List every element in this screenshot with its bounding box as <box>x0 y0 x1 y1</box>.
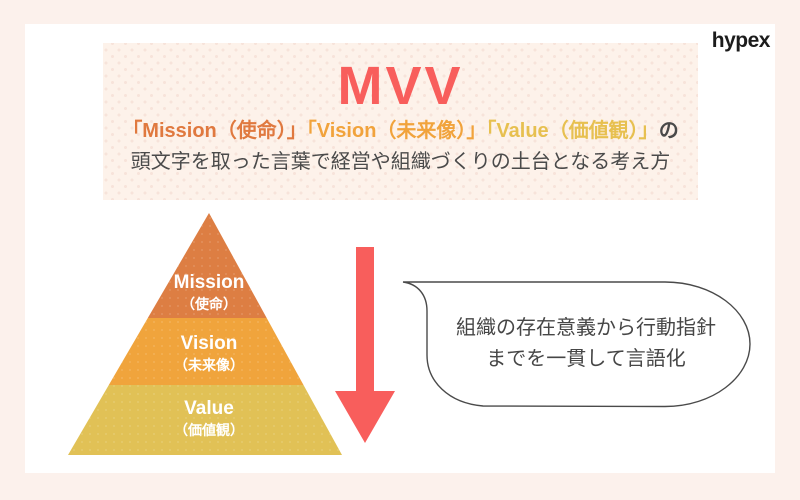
speech-bubble-outline <box>402 281 751 408</box>
subtitle-terms: 「Mission（使命）」「Vision（未来像）」「Value（価値観）」の <box>103 116 698 147</box>
speech-bubble: 組織の存在意義から行動指針 までを一貫して言語化 <box>430 313 742 375</box>
pyramid-label-mission: Mission <box>174 272 245 293</box>
bubble-text-line1: 組織の存在意義から行動指針 <box>456 317 716 339</box>
brand-logo: hypex <box>711 29 771 52</box>
definition-box: MVV 「Mission（使命）」「Vision（未来像）」「Value（価値観… <box>103 43 698 200</box>
subtitle-description: 頭文字を取った言葉で経営や組織づくりの土台となる考え方 <box>130 151 671 173</box>
pyramid-sublabel-value: （価値観） <box>174 422 244 438</box>
pyramid-sublabel-vision: （未来像） <box>174 357 244 373</box>
bubble-text-line2: までを一貫して言語化 <box>486 348 686 370</box>
subtitle-term: 「Mission（使命）」 <box>122 120 307 142</box>
subtitle-term: 「Vision（未来像）」 <box>306 120 487 142</box>
pyramid-label-vision: Vision <box>181 333 238 354</box>
pyramid-texture <box>68 213 342 455</box>
pyramid-sublabel-mission: （使命） <box>181 296 237 312</box>
subtitle-term: の <box>658 120 679 142</box>
pyramid-label-value: Value <box>184 398 234 419</box>
subtitle-term: 「Value（価値観）」 <box>486 120 659 142</box>
page-title: MVV <box>337 56 464 116</box>
down-arrow-icon <box>335 247 395 443</box>
